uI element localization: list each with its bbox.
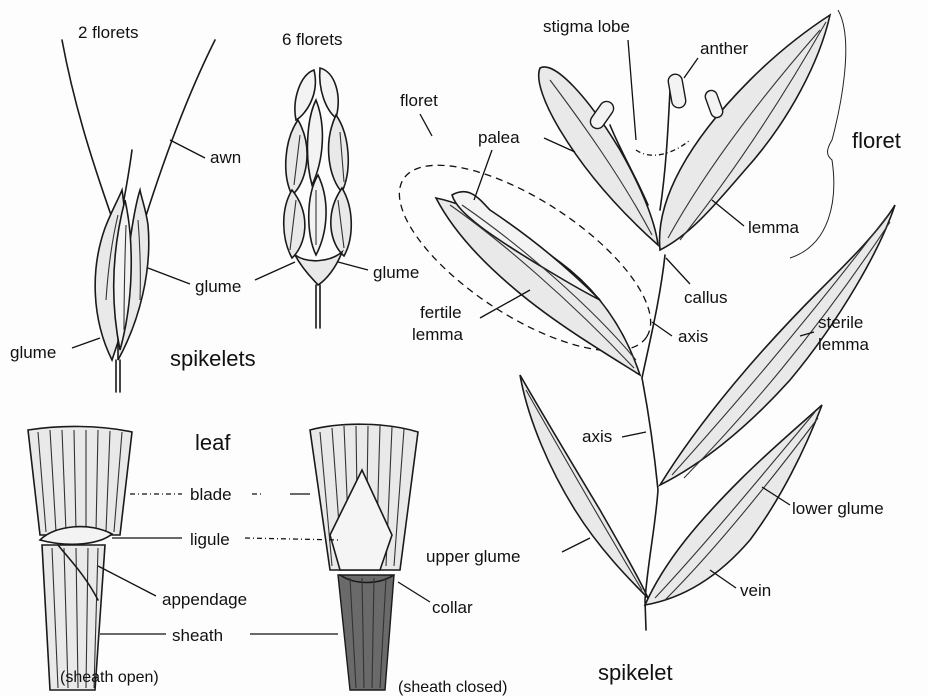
label-awn: awn bbox=[210, 148, 241, 167]
label-blade: blade bbox=[190, 485, 232, 504]
label-glume-a: glume bbox=[195, 277, 241, 296]
stem-6 bbox=[316, 285, 320, 328]
fertile-lemma-shape bbox=[436, 198, 640, 375]
left-awn bbox=[62, 40, 118, 235]
right-awn bbox=[140, 40, 215, 235]
label-callus: callus bbox=[684, 288, 727, 307]
label-2-florets: 2 florets bbox=[78, 23, 138, 42]
label-axis-a: axis bbox=[678, 327, 708, 346]
label-glume-c: glume bbox=[10, 343, 56, 362]
label-ligule: ligule bbox=[190, 530, 230, 549]
label-anther: anther bbox=[700, 39, 749, 58]
blade-open bbox=[28, 426, 132, 535]
axis-upper bbox=[642, 255, 665, 378]
label-sterile: sterile bbox=[818, 313, 863, 332]
label-upper-glume: upper glume bbox=[426, 547, 521, 566]
upper-glume-shape bbox=[520, 375, 648, 598]
glume-base bbox=[295, 252, 342, 285]
label-spikelets: spikelets bbox=[170, 346, 256, 371]
label-appendage: appendage bbox=[162, 590, 247, 609]
label-lower-glume: lower glume bbox=[792, 499, 884, 518]
label-sheath-closed: (sheath closed) bbox=[398, 679, 507, 696]
label-floret-big: floret bbox=[852, 128, 901, 153]
anther-shape bbox=[667, 73, 687, 109]
label-floret-small: floret bbox=[400, 91, 438, 110]
leaf-sheath-closed-drawing bbox=[310, 424, 418, 690]
label-fertile-lemma: lemma bbox=[412, 325, 464, 344]
label-sheath-open: (sheath open) bbox=[60, 669, 159, 686]
six-floret-spikelet-drawing bbox=[284, 68, 352, 328]
label-stigma-lobe: stigma lobe bbox=[543, 17, 630, 36]
label-leaf: leaf bbox=[195, 430, 231, 455]
label-fertile: fertile bbox=[420, 303, 462, 322]
palea-upper bbox=[539, 67, 658, 245]
label-glume-b: glume bbox=[373, 263, 419, 282]
label-sterile-lemma: lemma bbox=[818, 335, 870, 354]
label-spikelet: spikelet bbox=[598, 660, 673, 685]
label-axis-b: axis bbox=[582, 427, 612, 446]
awned-spikelet-drawing bbox=[62, 40, 215, 392]
label-collar: collar bbox=[432, 598, 473, 617]
label-vein: vein bbox=[740, 581, 771, 600]
leaf-sheath-open-drawing bbox=[28, 426, 132, 690]
label-palea: palea bbox=[478, 128, 520, 147]
stem bbox=[116, 360, 120, 392]
label-lemma: lemma bbox=[748, 218, 800, 237]
label-6-florets: 6 florets bbox=[282, 30, 342, 49]
label-sheath: sheath bbox=[172, 626, 223, 645]
